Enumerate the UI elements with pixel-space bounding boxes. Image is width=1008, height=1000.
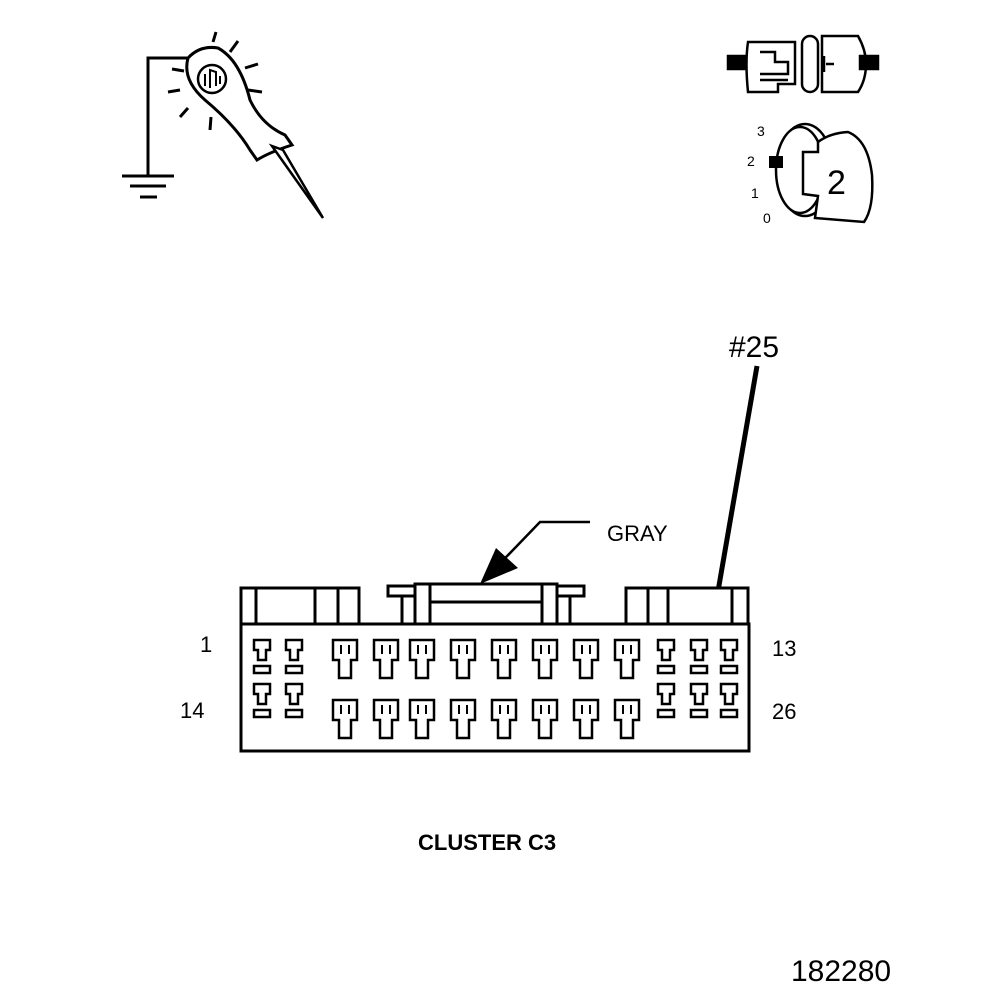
large-pin-cavity (331, 698, 359, 740)
small-pin-cavity (656, 682, 676, 706)
pin-slot (284, 664, 304, 675)
pin-contact (340, 705, 350, 714)
connector-color-label: GRAY (607, 521, 668, 546)
connector-disconnect-icon (726, 34, 880, 94)
pin-contact (340, 645, 350, 654)
pin-contact (581, 705, 591, 714)
connector-name: CLUSTER C3 (418, 830, 556, 855)
pin-contact (381, 645, 391, 654)
small-pin-cavity (284, 682, 304, 706)
small-pin-cavity (252, 638, 272, 662)
pin-slot (689, 664, 709, 675)
small-pin-cavity (252, 682, 272, 706)
pin-slot (252, 708, 272, 719)
pin-label-13: 13 (772, 636, 796, 661)
pin-slot (689, 708, 709, 719)
large-pin-cavity (449, 638, 477, 680)
pin-contact (540, 705, 550, 714)
ignition-position-3: 3 (757, 123, 765, 139)
pin-slot (656, 708, 676, 719)
large-pin-cavity (572, 698, 600, 740)
large-pin-cavity (331, 638, 359, 680)
large-pin-cavity (372, 698, 400, 740)
large-pin-cavity (449, 698, 477, 740)
pin-label-1: 1 (200, 632, 212, 657)
large-pin-cavity (572, 638, 600, 680)
pin-slot (719, 664, 739, 675)
small-pin-cavity (284, 638, 304, 662)
ignition-position-2: 2 (747, 153, 755, 169)
ignition-switch-icon: 3 2 1 0 2 (747, 122, 874, 226)
large-pin-cavity (531, 698, 559, 740)
pin-slot (719, 708, 739, 719)
pin-contact (499, 645, 509, 654)
small-pin-cavity (719, 638, 739, 662)
ignition-key-number: 2 (827, 164, 846, 202)
pin-label-14: 14 (180, 698, 204, 723)
large-pin-cavity (372, 638, 400, 680)
pin-slot (656, 664, 676, 675)
connector-pins (252, 638, 739, 740)
pin-contact (417, 645, 427, 654)
pin-contact (458, 645, 468, 654)
pin-contact (381, 705, 391, 714)
large-pin-cavity (490, 698, 518, 740)
pin-contact (540, 645, 550, 654)
pin-contact (622, 705, 632, 714)
color-leader-arrow (480, 520, 590, 584)
large-pin-cavity (408, 698, 436, 740)
connector-body (239, 582, 751, 753)
pin-slot (284, 708, 304, 719)
large-pin-cavity (408, 638, 436, 680)
pin-contact (622, 645, 632, 654)
small-pin-cavity (689, 682, 709, 706)
ignition-position-0: 0 (763, 210, 771, 226)
figure-number: 182280 (791, 955, 891, 988)
pin-label-26: 26 (772, 699, 796, 724)
large-pin-cavity (613, 698, 641, 740)
large-pin-cavity (531, 638, 559, 680)
test-light-icon (122, 31, 325, 219)
small-pin-cavity (656, 638, 676, 662)
pin-contact (458, 705, 468, 714)
pointer-label: #25 (729, 331, 779, 364)
pin-contact (417, 705, 427, 714)
small-pin-cavity (719, 682, 739, 706)
large-pin-cavity (613, 638, 641, 680)
pin-slot (252, 664, 272, 675)
pin-contact (581, 645, 591, 654)
pin-contact (499, 705, 509, 714)
small-pin-cavity (689, 638, 709, 662)
ignition-position-1: 1 (751, 185, 759, 201)
large-pin-cavity (490, 638, 518, 680)
